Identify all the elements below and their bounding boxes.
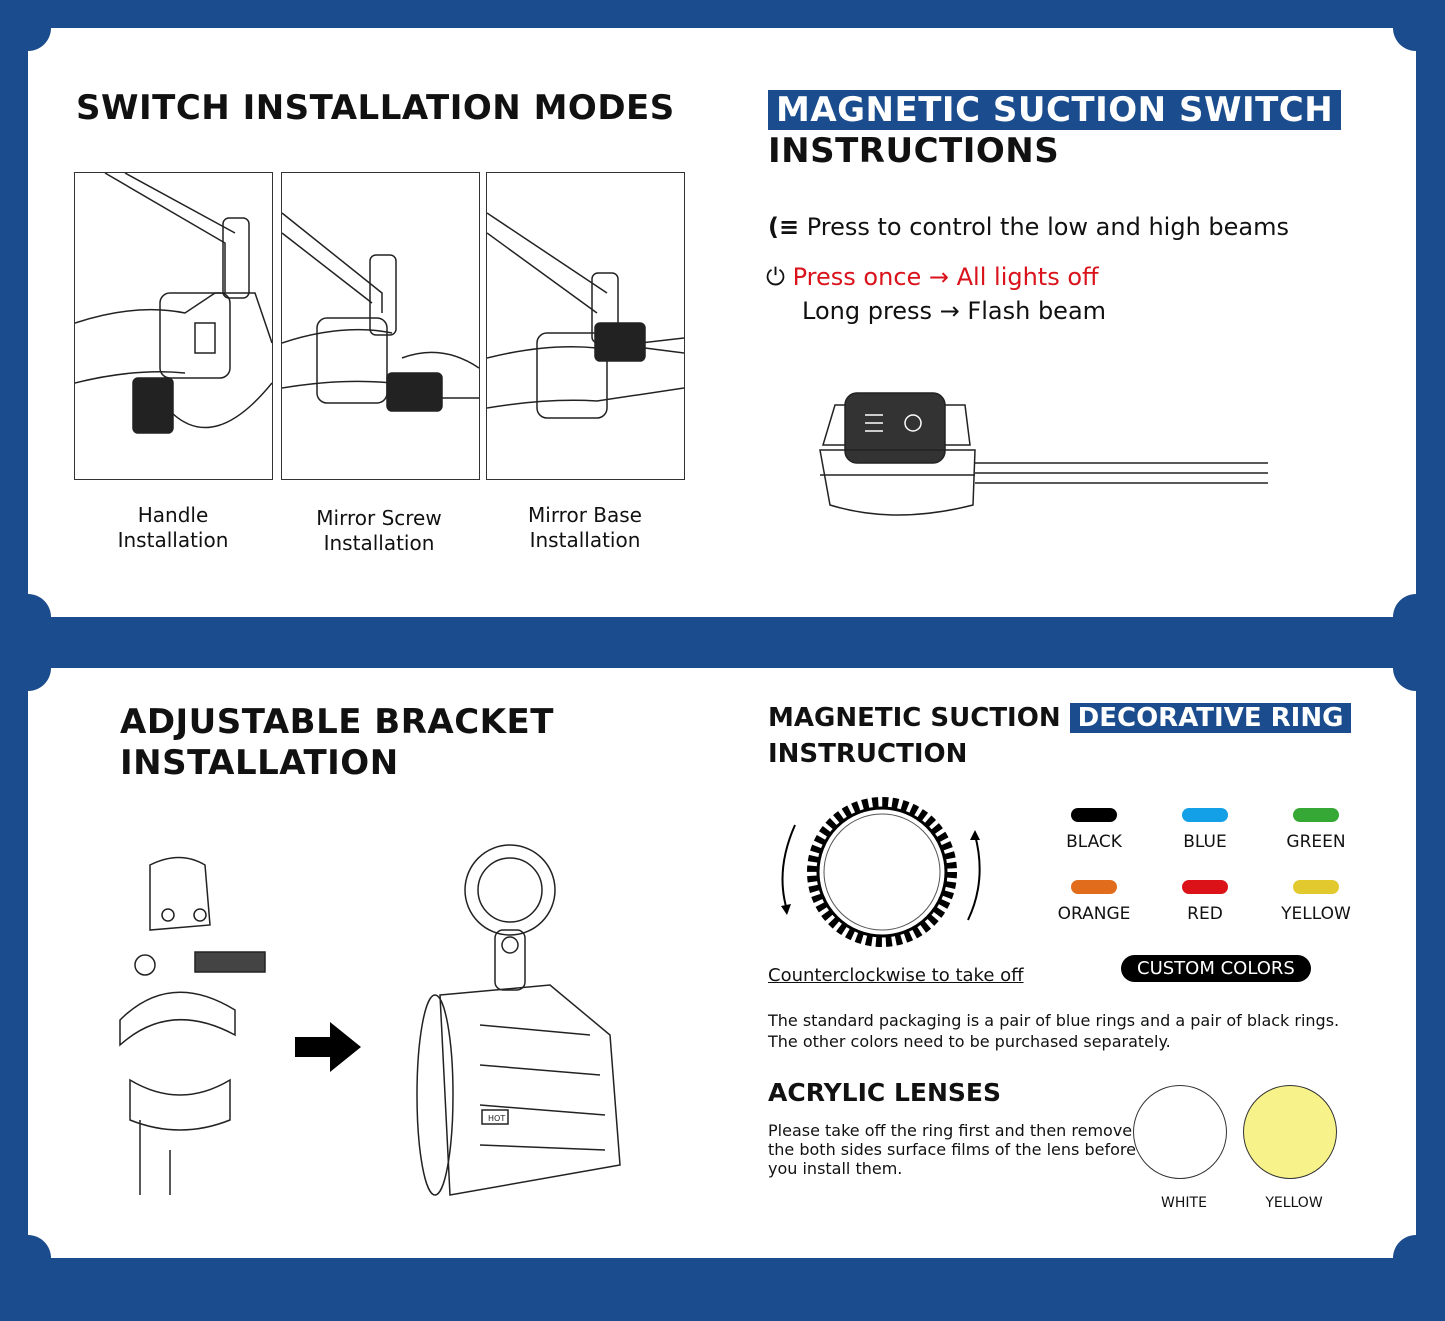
color-pill <box>1182 880 1228 894</box>
color-label: YELLOW <box>1281 904 1351 924</box>
rotate-arrow-right-icon <box>967 834 981 921</box>
assembled-light-image: HOT <box>416 844 621 1196</box>
color-label: ORANGE <box>1057 904 1131 924</box>
yellow-lens <box>1243 1085 1337 1179</box>
ring-caption: Counterclockwise to take off <box>768 965 1024 986</box>
color-label: RED <box>1187 904 1223 924</box>
rotate-arrow-left-icon <box>781 824 796 911</box>
handle-installation-image <box>74 172 273 480</box>
color-pill <box>1071 880 1117 894</box>
color-label: BLACK <box>1066 832 1122 852</box>
decorative-ring-image <box>781 797 981 947</box>
color-pill <box>1293 808 1339 822</box>
power-instruction: ⏻ Press once → All lights off <box>766 263 1099 291</box>
color-swatch-red: RED <box>1150 880 1260 924</box>
color-pill <box>1293 880 1339 894</box>
color-swatch-black: BLACK <box>1039 808 1149 852</box>
hot-label: HOT <box>488 1114 505 1123</box>
color-pill <box>1071 808 1117 822</box>
color-label: GREEN <box>1286 832 1346 852</box>
color-swatch-orange: ORANGE <box>1039 880 1149 924</box>
mirror-screw-installation-image <box>281 172 480 480</box>
lenses-title: ACRYLIC LENSES <box>768 1078 1001 1107</box>
beam-instruction: (≡ Press to control the low and high bea… <box>768 213 1290 241</box>
yellow-lens-label: YELLOW <box>1265 1195 1323 1211</box>
exploded-bracket-image <box>119 856 266 1195</box>
mirror-base-installation-image <box>486 172 685 480</box>
color-swatch-yellow: YELLOW <box>1261 880 1371 924</box>
custom-colors-badge: CUSTOM COLORS <box>1121 955 1311 982</box>
power-icon: ⏻ <box>766 263 785 291</box>
color-swatch-green: GREEN <box>1261 808 1371 852</box>
headlight-beam-icon: (≡ <box>768 213 800 241</box>
white-lens-label: WHITE <box>1161 1195 1207 1211</box>
lenses-instructions: Please take off the ring first and then … <box>768 1121 1136 1178</box>
white-lens <box>1133 1085 1227 1179</box>
switch-instructions-title: MAGNETIC SUCTION SWITCH INSTRUCTIONS <box>768 90 1342 172</box>
color-label: BLUE <box>1183 832 1227 852</box>
switch-modes-title: SWITCH INSTALLATION MODES <box>76 88 675 128</box>
arrow-right-icon <box>295 1022 361 1072</box>
magnetic-switch-image <box>819 392 1268 516</box>
long-press-instruction: Long press → Flash beam <box>802 297 1107 325</box>
ring-title: MAGNETIC SUCTION DECORATIVE RING INSTRUC… <box>768 700 1352 772</box>
color-pill <box>1182 808 1228 822</box>
color-swatch-blue: BLUE <box>1150 808 1260 852</box>
packaging-note: The standard packaging is a pair of blue… <box>768 1011 1340 1051</box>
